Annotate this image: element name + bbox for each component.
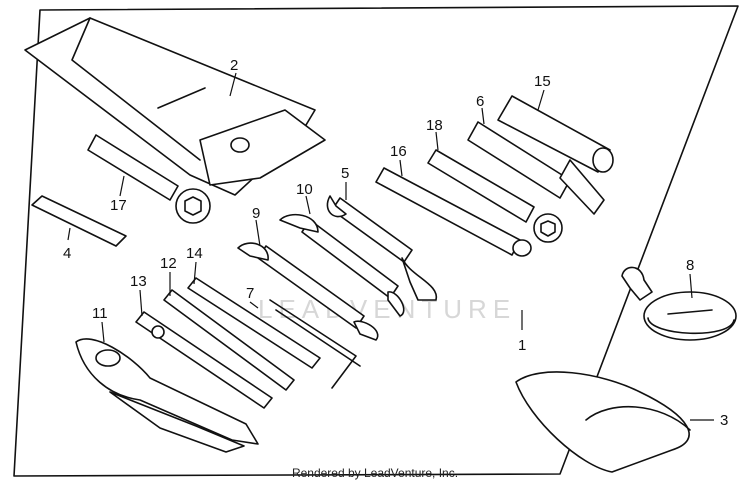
callout-13: 13 <box>130 273 147 290</box>
small-wrench-part <box>237 242 379 341</box>
plug-wrench-part <box>467 121 605 243</box>
combination-wrench-part <box>279 213 405 317</box>
box-wrench-part <box>87 134 211 224</box>
socket-tube-part <box>497 95 614 173</box>
pliers-part <box>75 338 259 453</box>
watermark-text: LEADVENTURE <box>258 294 516 324</box>
open-wrench-part <box>326 195 437 301</box>
cap-part <box>621 266 737 341</box>
callout-17: 17 <box>110 197 127 214</box>
callout-1: 1 <box>518 337 526 354</box>
callout-12: 12 <box>160 255 177 272</box>
callout-18: 18 <box>426 117 443 134</box>
callout-9: 9 <box>252 205 260 222</box>
callout-4: 4 <box>63 245 71 262</box>
callout-14: 14 <box>186 245 203 262</box>
tool-kit-outline <box>13 5 739 477</box>
footer-credit: Rendered by LeadVenture, Inc. <box>291 466 459 480</box>
cloth-bag-part <box>515 371 691 473</box>
leader-lines <box>67 72 714 421</box>
tool-bag-part <box>24 17 326 196</box>
callout-3: 3 <box>720 412 728 429</box>
callout-16: 16 <box>390 143 407 160</box>
callout-10: 10 <box>296 181 313 198</box>
hex-key-part <box>269 299 361 389</box>
callout-6: 6 <box>476 93 484 110</box>
callout-8: 8 <box>686 257 694 274</box>
screwdriver-parts <box>135 277 321 409</box>
callout-15: 15 <box>534 73 551 90</box>
callout-2: 2 <box>230 57 238 74</box>
callout-5: 5 <box>341 165 349 182</box>
callout-11: 11 <box>92 305 108 322</box>
flat-strip-part <box>31 195 127 247</box>
callout-7: 7 <box>246 285 254 302</box>
handle-part <box>375 149 535 257</box>
